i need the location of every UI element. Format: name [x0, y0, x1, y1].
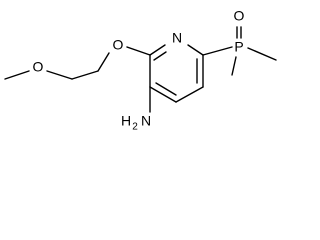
amine-n-label: N: [141, 113, 151, 129]
amine-h-label: H: [121, 113, 131, 129]
methoxy-oxygen-label: O: [33, 59, 44, 75]
bond-ether-o-c2: [126, 46, 151, 56]
bond-c6-p: [202, 46, 233, 56]
bond-c5-c4: [175, 86, 204, 103]
bond-ome-ch2a: [46, 70, 73, 80]
molecule-diagram: O O N P O H 2 N: [4, 8, 277, 133]
phosphorus-label: P: [234, 39, 243, 55]
ring-nitrogen-label: N: [172, 30, 182, 46]
bond-c4-c3-inner: [155, 82, 177, 96]
ether-oxygen-label: O: [113, 37, 124, 53]
phosphoryl-oxygen-label: O: [234, 8, 245, 24]
bond-ch2b-ether-o: [97, 52, 110, 72]
bond-c2-n1-inner: [153, 51, 167, 61]
bond-c2-n1: [149, 44, 166, 56]
bond-n1-c6: [187, 44, 204, 56]
amine-subscript-label: 2: [132, 122, 138, 133]
structure-canvas: O O N P O H 2 N: [4, 8, 277, 133]
bond-ch2a-ch2b: [71, 70, 99, 80]
bond-ch3-ome: [4, 70, 30, 80]
bond-c4-c3: [149, 86, 177, 103]
bond-p-me1: [231, 56, 237, 76]
bond-p-me2: [247, 47, 277, 61]
